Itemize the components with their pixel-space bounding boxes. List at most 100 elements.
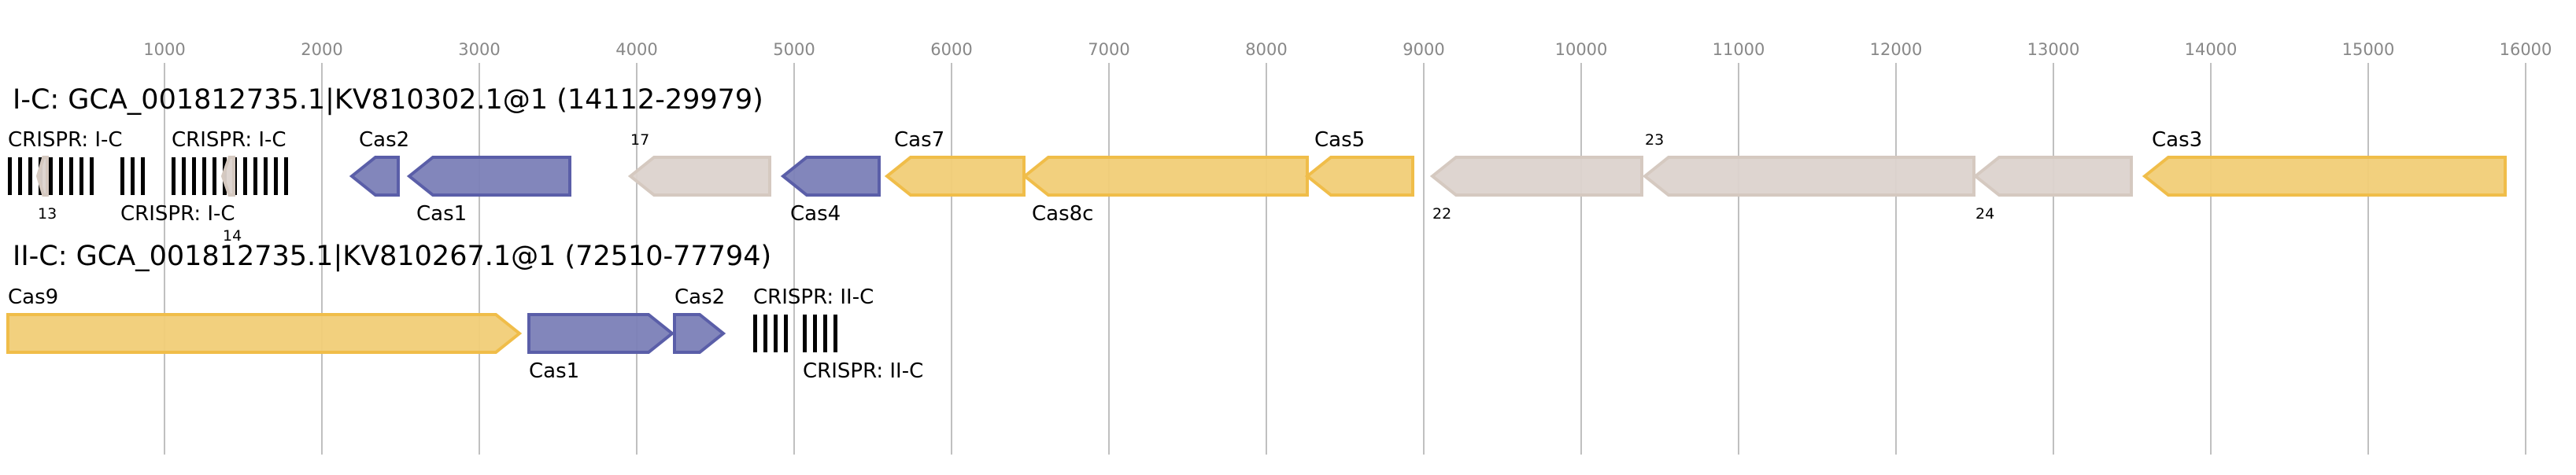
gene-label: Cas3 xyxy=(2152,128,2202,152)
crispr-repeat xyxy=(274,157,278,195)
track-title: I-C: GCA_001812735.1|KV810302.1@1 (14112… xyxy=(13,84,763,116)
gene-cas4: Cas4 xyxy=(780,156,881,226)
gene-arrow xyxy=(780,156,881,197)
crispr-repeat xyxy=(172,157,176,195)
gene-13: 13 xyxy=(35,156,57,223)
crispr-repeat xyxy=(8,157,12,195)
tick-label: 10000 xyxy=(1555,40,1608,59)
tick-label: 6000 xyxy=(930,40,972,59)
tick-label: 7000 xyxy=(1088,40,1129,59)
gene-arrow xyxy=(1022,156,1309,197)
gene-arrow xyxy=(406,156,571,197)
gene-label: 13 xyxy=(38,205,57,223)
crispr-label: CRISPR: I-C xyxy=(8,128,123,152)
crispr-repeat xyxy=(59,157,63,195)
crispr-array: CRISPR: II-C xyxy=(753,285,874,352)
tick-label: 9000 xyxy=(1403,40,1444,59)
tick-label: 11000 xyxy=(1713,40,1765,59)
gene-24: 24 xyxy=(1972,156,2133,223)
gene-cas1: Cas1 xyxy=(527,313,675,383)
gene-23: 23 xyxy=(1642,131,1975,197)
crispr-repeat xyxy=(120,157,124,195)
tick-label: 13000 xyxy=(2027,40,2080,59)
crispr-repeat xyxy=(813,315,817,352)
crispr-repeat xyxy=(823,315,827,352)
crispr-repeat xyxy=(90,157,94,195)
crispr-repeat xyxy=(131,157,135,195)
crispr-repeat xyxy=(213,157,216,195)
axis-grid: 1000 2000 3000 4000 5000 6000 7000 8000 9000 1000… xyxy=(143,40,2552,455)
gene-cas2: Cas2 xyxy=(349,128,409,197)
crispr-label: CRISPR: I-C xyxy=(120,202,235,226)
gene-17: 17 xyxy=(627,131,771,197)
tick-label: 3000 xyxy=(458,40,500,59)
gene-label: Cas2 xyxy=(674,285,725,309)
crispr-repeat xyxy=(264,157,268,195)
tick-label: 8000 xyxy=(1245,40,1287,59)
crispr-label: CRISPR: II-C xyxy=(753,285,874,309)
gene-22: 22 xyxy=(1429,156,1643,223)
track-1: I-C: GCA_001812735.1|KV810302.1@1 (14112… xyxy=(8,84,2507,245)
gene-cas7: Cas7 xyxy=(884,128,1026,197)
gene-arrow xyxy=(1429,156,1643,197)
gene-arrow xyxy=(35,156,49,197)
gene-arrow xyxy=(349,156,400,197)
gene-arrow xyxy=(220,156,235,197)
crispr-repeat xyxy=(192,157,196,195)
track-title: II-C: GCA_001812735.1|KV810267.1@1 (7251… xyxy=(13,241,771,272)
gene-label: Cas7 xyxy=(894,128,944,152)
gene-arrow xyxy=(527,313,675,354)
crispr-repeat xyxy=(49,157,53,195)
gene-cas9: Cas9 xyxy=(6,285,523,354)
gene-label: Cas1 xyxy=(529,359,579,383)
crispr-label: CRISPR: II-C xyxy=(803,359,923,383)
crispr-repeat xyxy=(18,157,22,195)
crispr-repeat xyxy=(763,315,767,352)
gene-arrow xyxy=(627,156,771,197)
gene-cas2: Cas2 xyxy=(673,285,726,354)
crispr-array: CRISPR: I-C xyxy=(8,128,123,195)
gene-cas8c: Cas8c xyxy=(1022,156,1309,226)
gene-arrow xyxy=(1304,156,1414,197)
gene-label: Cas4 xyxy=(790,202,841,226)
gene-label: Cas8c xyxy=(1032,202,1093,226)
gene-arrow xyxy=(1642,156,1975,197)
crispr-repeat xyxy=(28,157,32,195)
crispr-repeat xyxy=(79,157,83,195)
gene-label: 17 xyxy=(630,131,649,149)
gene-arrow xyxy=(673,313,726,354)
tick-label: 14000 xyxy=(2185,40,2238,59)
gene-label: 23 xyxy=(1645,131,1664,149)
tick-label: 15000 xyxy=(2342,40,2395,59)
gene-label: Cas9 xyxy=(8,285,58,309)
tick-label: 2000 xyxy=(301,40,342,59)
gene-label: 24 xyxy=(1975,205,1994,223)
gene-arrow xyxy=(6,313,523,354)
gene-label: 22 xyxy=(1432,205,1451,223)
tick-label: 5000 xyxy=(773,40,815,59)
crispr-array: CRISPR: II-C xyxy=(803,315,923,383)
gene-cas1: Cas1 xyxy=(406,156,571,226)
tracks: I-C: GCA_001812735.1|KV810302.1@1 (14112… xyxy=(6,84,2507,383)
tick-label: 16000 xyxy=(2500,40,2552,59)
crispr-repeat xyxy=(141,157,145,195)
tick-label: 12000 xyxy=(1870,40,1923,59)
crispr-repeat xyxy=(774,315,778,352)
crispr-repeat xyxy=(803,315,807,352)
gene-label: Cas5 xyxy=(1314,128,1365,152)
tick-label: 4000 xyxy=(615,40,657,59)
tick-label: 1000 xyxy=(143,40,185,59)
gene-label: 14 xyxy=(223,227,242,245)
crispr-repeat xyxy=(202,157,206,195)
gene-cas3: Cas3 xyxy=(2142,128,2507,197)
gene-label: Cas2 xyxy=(359,128,409,152)
crispr-array: CRISPR: I-C xyxy=(120,157,235,226)
gene-label: Cas1 xyxy=(416,202,467,226)
crispr-repeat xyxy=(833,315,837,352)
gene-cas5: Cas5 xyxy=(1304,128,1414,197)
gene-14: 14 xyxy=(220,156,242,245)
crispr-repeat xyxy=(243,157,247,195)
crispr-repeat xyxy=(253,157,257,195)
gene-arrow xyxy=(2142,156,2507,197)
